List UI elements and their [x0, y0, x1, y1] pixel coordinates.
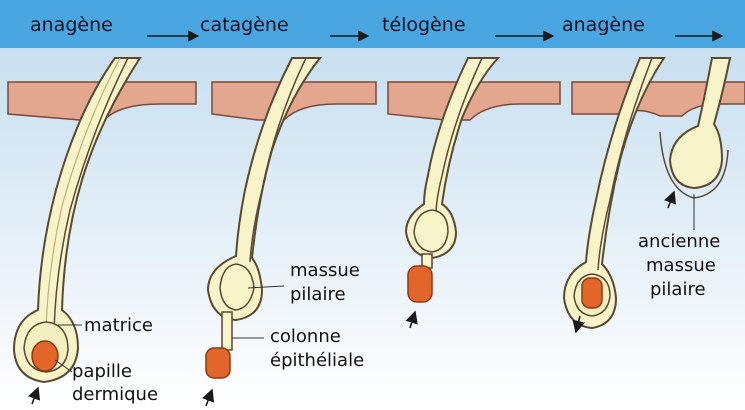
- stage-label-anagene: anagène: [30, 14, 113, 36]
- label-massue: massue: [290, 260, 360, 281]
- label-ancienne-massue: massue: [646, 255, 716, 276]
- stage-label-telogene: télogène: [382, 14, 466, 36]
- label-epitheliale: épithéliale: [270, 350, 364, 371]
- label-colonne: colonne: [270, 326, 341, 347]
- club-hair: [414, 210, 448, 252]
- label-ancienne: ancienne: [638, 231, 720, 252]
- dermal-papilla: [32, 341, 58, 371]
- label-pilaire: pilaire: [290, 284, 346, 305]
- label-ancienne-pilaire: pilaire: [650, 279, 706, 300]
- epithelial-column: [222, 312, 232, 350]
- label-papille: papille: [72, 361, 132, 382]
- stage-label-catagene: catagène: [200, 14, 289, 36]
- dermal-papilla: [582, 278, 602, 308]
- dermal-papilla: [408, 266, 432, 302]
- label-matrice: matrice: [84, 315, 153, 336]
- dermal-papilla: [206, 348, 230, 378]
- label-dermique: dermique: [72, 384, 158, 405]
- stage-label-anagene-2: anagène: [562, 14, 645, 36]
